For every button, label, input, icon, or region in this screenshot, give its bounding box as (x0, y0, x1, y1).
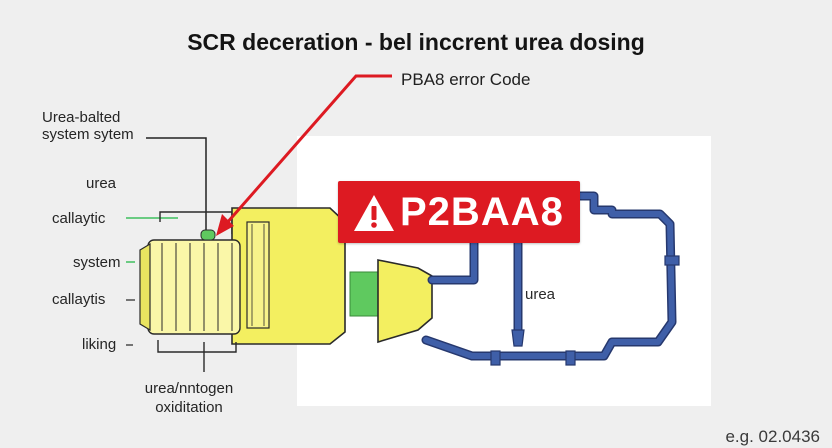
diagram-panel (297, 136, 711, 406)
error-code-badge: P2BAA8 (338, 181, 580, 243)
pipe-joint (664, 255, 680, 266)
urea-nozzle (511, 329, 525, 347)
diagram-title: SCR deceration - bel inccrent urea dosin… (187, 29, 645, 55)
label-callaytic: callaytic (52, 210, 106, 227)
urea-pipework (421, 191, 677, 361)
injector-nozzle (200, 229, 216, 241)
warning-icon (354, 195, 394, 231)
header-leader-line (146, 137, 207, 236)
bottom-label: urea/nntogen oxiditation (144, 380, 234, 416)
callout-label: PBA8 error Code (401, 70, 531, 89)
label-system: system (73, 254, 121, 271)
front-flange (139, 242, 151, 332)
label-liking: liking (82, 336, 117, 353)
callout-arrowhead (216, 214, 234, 236)
callout-arrow-line (224, 74, 392, 225)
label-urea: urea (86, 175, 117, 192)
footnote: e.g. 02.0436 (725, 427, 820, 446)
pipe-joint (490, 350, 501, 366)
urea-line-label: urea (525, 286, 556, 303)
header-label: Urea-balted system sytem (42, 109, 134, 143)
unit-bottom-outline (157, 340, 237, 353)
pipe-joint (565, 350, 576, 366)
error-code-text: P2BAA8 (400, 190, 564, 234)
label-callaytis: callaytis (52, 291, 106, 308)
outlet-cone (377, 259, 433, 344)
converter-panel (246, 221, 270, 329)
